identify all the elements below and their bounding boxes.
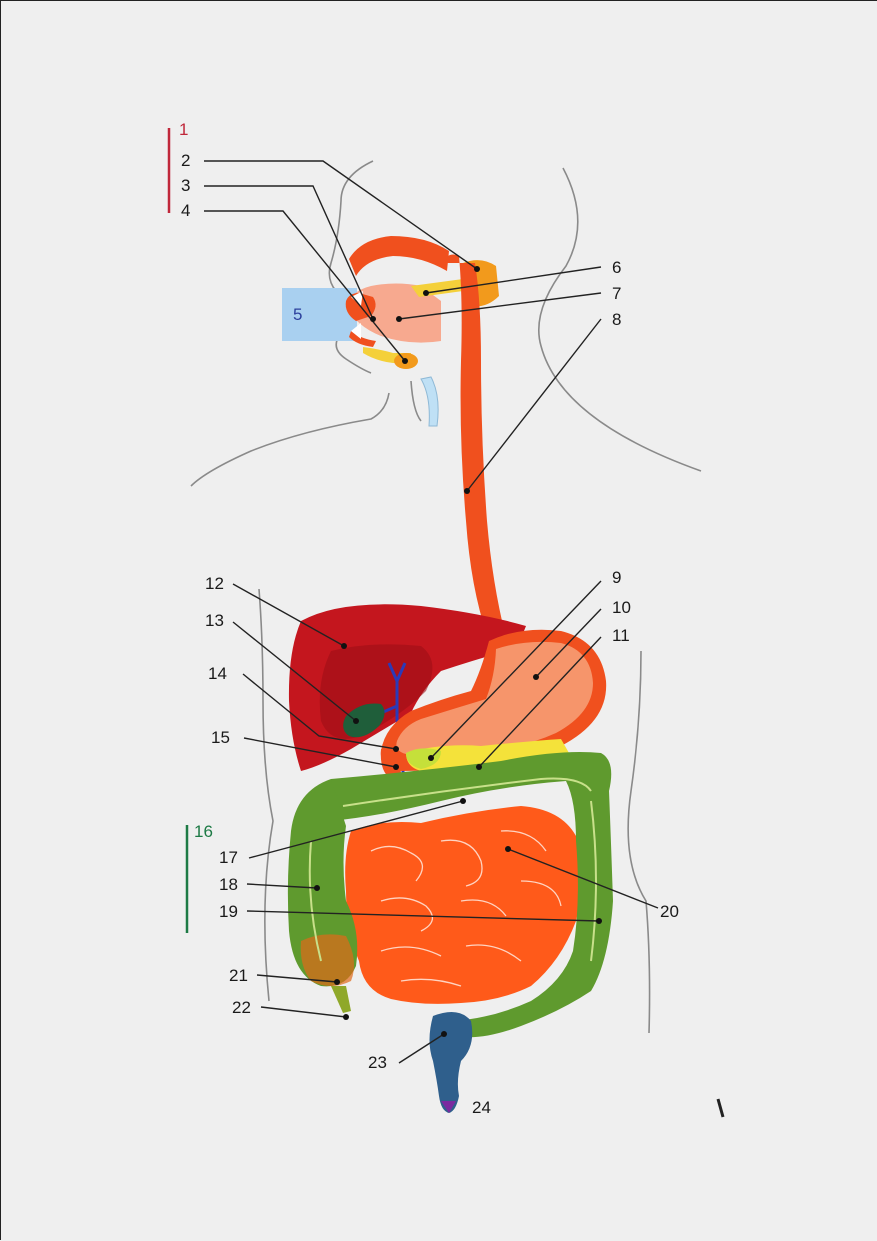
label-15: 15 [211,728,230,747]
label-4: 4 [181,201,190,220]
label-6: 6 [612,258,621,277]
esophagus [441,254,509,649]
label-22: 22 [232,998,251,1017]
label-13: 13 [205,611,224,630]
label-16: 16 [194,822,213,841]
pen-mark-icon [716,1098,725,1118]
label-7: 7 [612,284,621,303]
label-2: 2 [181,151,190,170]
label-5: 5 [293,305,302,324]
oral-cavity-box [282,288,357,341]
label-20: 20 [660,902,679,921]
leader-dots [314,266,602,1037]
label-9: 9 [612,568,621,587]
label-8: 8 [612,310,621,329]
label-23: 23 [368,1053,387,1072]
label-11: 11 [612,626,630,645]
label-10: 10 [612,598,631,617]
gallbladder [343,703,385,738]
label-3: 3 [181,176,190,195]
label-18: 18 [219,875,238,894]
large-intestine [287,752,613,1038]
body-outline [190,160,702,1034]
label-14: 14 [208,664,227,683]
label-12: 12 [205,574,224,593]
leader-lines [204,160,659,1064]
label-24: 24 [472,1098,491,1117]
labels: 1 2 3 4 5 6 7 8 9 10 11 12 13 14 15 16 1… [179,120,679,1117]
label-19: 19 [219,902,238,921]
label-17: 17 [219,848,238,867]
label-21: 21 [229,966,248,985]
small-intestine [345,806,581,1004]
rectum [429,1012,473,1113]
label-1: 1 [179,120,188,139]
